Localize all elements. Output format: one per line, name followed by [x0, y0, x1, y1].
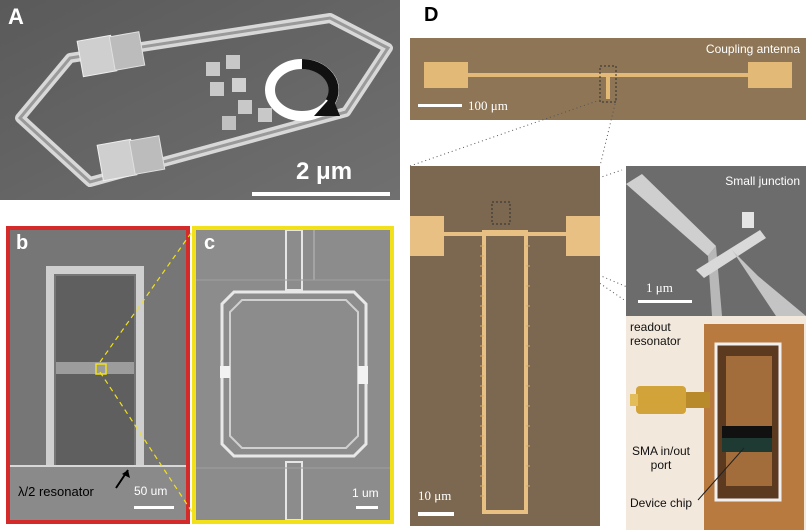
panel-d-junction-caption: Small junction	[725, 174, 800, 188]
panel-d-label-sma: SMA in/out port	[631, 444, 691, 472]
panel-b-scale-label: 50 um	[134, 484, 168, 498]
panel-d-junction-image: Small junction 1 μm	[626, 166, 806, 316]
panel-c-letter: c	[204, 232, 216, 254]
panel-a-image: A 2 μm	[0, 0, 400, 200]
panel-d-middle-image: 10 μm	[410, 166, 600, 526]
panel-d-middle-scale-bar	[418, 512, 454, 516]
rotation-arrow-icon	[265, 59, 340, 121]
panel-d-top-scale-label: 100 μm	[468, 98, 508, 113]
panel-d-label-chip: Device chip	[630, 496, 693, 510]
panel-d-letter: D	[424, 4, 439, 26]
panel-c-scale-label: 1 um	[352, 486, 379, 500]
panel-d-junction-drawing	[626, 166, 806, 316]
panel-d-junction-scale-bar	[638, 300, 692, 303]
panel-b-annotation: λ/2 resonator	[18, 484, 94, 499]
panel-d-top-scale-bar	[418, 104, 462, 107]
panel-a-scale-bar	[252, 192, 390, 196]
panel-c-scale-bar	[356, 506, 378, 509]
panel-b-letter: b	[16, 232, 29, 254]
panel-b-scale-bar	[134, 506, 174, 509]
panel-b: b λ/2 resonator 50 um	[6, 226, 190, 524]
panel-a-letter: A	[8, 4, 24, 29]
panel-d-top-caption: Coupling antenna	[705, 42, 800, 56]
panel-d-middle-scale-label: 10 μm	[418, 488, 452, 503]
panel-d-top-image: Coupling antenna 100 μm	[410, 38, 806, 120]
panel-d-resonator-drawing	[410, 166, 600, 526]
panel-b-sem-resonator	[10, 230, 186, 520]
panel-d-junction-scale-label: 1 μm	[646, 280, 673, 295]
panel-d-device-photo: readout resonator SMA in/out port Device…	[626, 316, 806, 530]
panel-a-sem-structure	[0, 0, 400, 200]
panel-d-label-readout: readout resonator	[630, 320, 681, 348]
panel-c-sem-loop	[196, 230, 390, 520]
panel-c: c 1 um	[192, 226, 394, 524]
panel-a-scale-label: 2 μm	[296, 158, 353, 185]
